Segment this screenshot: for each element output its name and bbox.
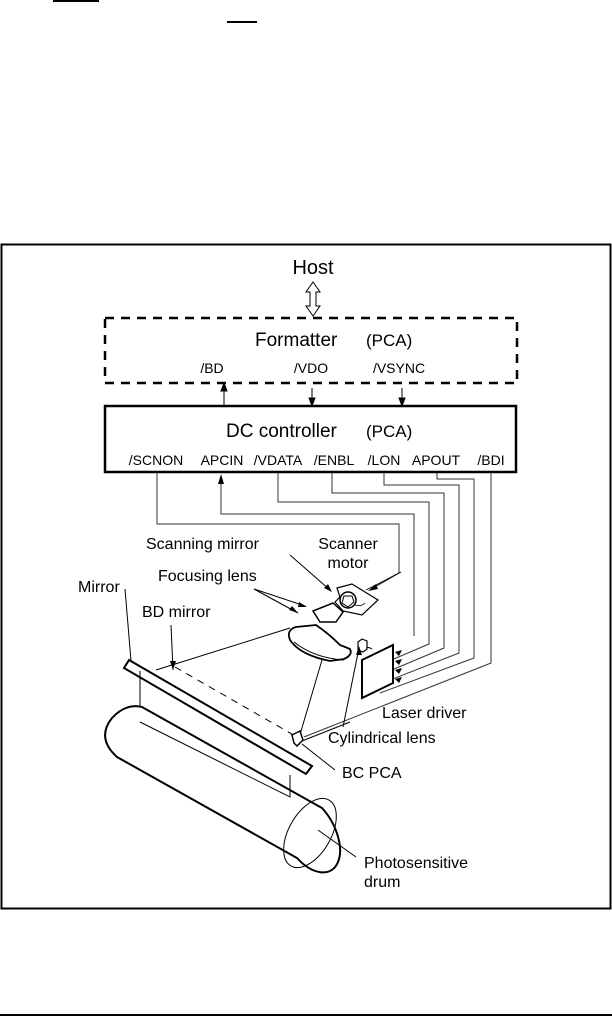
bc-pca-sensor <box>292 731 303 746</box>
label-focusing-lens: Focusing lens <box>158 568 257 585</box>
formatter-dc-connections <box>221 383 405 406</box>
label-mirror: Mirror <box>78 579 120 596</box>
formatter-signal-vsync: /VSYNC <box>373 360 425 376</box>
laser-driver <box>360 645 402 698</box>
label-drum-1: Photosensitive <box>364 855 468 872</box>
dc-controller-title: DC controller <box>226 421 338 442</box>
label-drum-2: drum <box>364 874 400 891</box>
dc-signal-apout: APOUT <box>412 452 461 468</box>
label-bd-mirror: BD mirror <box>142 604 211 621</box>
dc-signal-vdata: /VDATA <box>254 452 303 468</box>
dc-signal-bdi: /BDI <box>477 452 504 468</box>
label-cylindrical-lens: Cylindrical lens <box>328 730 436 747</box>
dc-signal-lon: /LON <box>368 452 401 468</box>
photosensitive-drum <box>105 706 347 876</box>
dc-controller-suffix: (PCA) <box>366 422 412 441</box>
dc-signal-apcin: APCIN <box>201 452 244 468</box>
apcin-arrowhead <box>218 474 224 484</box>
label-scanner-motor-1: Scanner <box>318 536 378 553</box>
formatter-title: Formatter <box>255 330 338 351</box>
focusing-lens <box>289 603 351 661</box>
formatter-signal-bd: /BD <box>200 360 223 376</box>
dc-signal-enbl: /ENBL <box>314 452 355 468</box>
label-bc-pca: BC PCA <box>342 765 402 782</box>
label-scanning-mirror: Scanning mirror <box>146 536 260 553</box>
formatter-suffix: (PCA) <box>366 331 412 350</box>
host-label: Host <box>292 257 334 279</box>
host-formatter-double-arrow <box>306 282 320 316</box>
dc-signal-scnon: /SCNON <box>129 452 183 468</box>
label-laser-driver: Laser driver <box>382 705 467 722</box>
formatter-signal-vdo: /VDO <box>294 360 328 376</box>
page-bottom-rule <box>0 1014 612 1016</box>
label-scanner-motor-2: motor <box>328 555 370 572</box>
